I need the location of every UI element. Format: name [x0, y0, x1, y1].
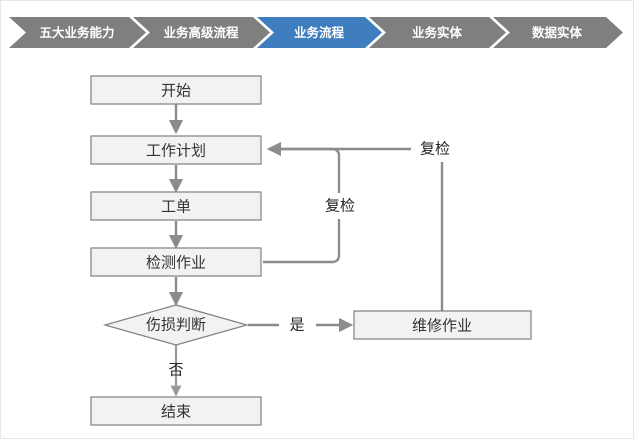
breadcrumb-label-3: 业务实体: [412, 25, 463, 40]
breadcrumb-label-4: 数据实体: [531, 25, 583, 40]
breadcrumb-label-0: 五大业务能力: [39, 25, 114, 40]
node-work-plan[interactable]: 工作计划: [90, 135, 262, 165]
node-damage-decision-label: 伤损判断: [146, 316, 206, 334]
edge-recheck-outer: [269, 147, 444, 311]
breadcrumb-chevron-3[interactable]: [369, 17, 506, 48]
edge-label-recheck-inner-top: 复检: [325, 197, 355, 215]
breadcrumb-chevron-0[interactable]: [9, 17, 146, 48]
node-start[interactable]: 开始: [90, 75, 262, 105]
node-work-plan-label: 工作计划: [146, 142, 206, 160]
edge-label-yes: 是: [289, 316, 304, 334]
node-end-label: 结束: [161, 403, 191, 421]
node-inspection-task-label: 检测作业: [146, 254, 206, 272]
breadcrumb-chevron-1[interactable]: [133, 17, 270, 48]
breadcrumb-label-2: 业务流程: [294, 25, 345, 40]
breadcrumb: 五大业务能力 业务高级流程 业务流程 业务实体 数据实体: [9, 17, 623, 48]
edge-label-recheck-outer-top: 复检: [420, 140, 450, 158]
breadcrumb-label-1: 业务高级流程: [163, 25, 239, 40]
node-work-order-label: 工单: [161, 198, 191, 216]
node-work-order[interactable]: 工单: [90, 191, 262, 221]
node-repair-task[interactable]: 维修作业: [353, 310, 532, 340]
node-inspection-task[interactable]: 检测作业: [90, 247, 262, 277]
node-damage-decision[interactable]: 伤损判断: [102, 304, 250, 346]
node-end[interactable]: 结束: [90, 396, 262, 426]
breadcrumb-chevron-2[interactable]: [257, 17, 382, 48]
node-repair-task-label: 维修作业: [412, 317, 472, 335]
node-start-label: 开始: [161, 82, 191, 100]
edge-label-no: 否: [168, 361, 183, 379]
breadcrumb-chevron-4[interactable]: [493, 17, 623, 48]
